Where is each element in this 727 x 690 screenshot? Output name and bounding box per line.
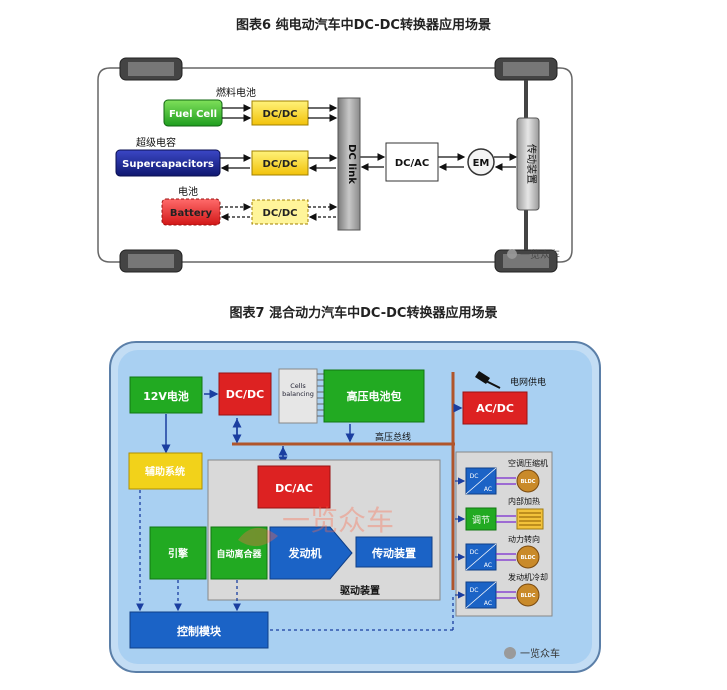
engine-box: 引擎 [149,526,207,580]
motor-label: 发动机 [288,546,322,560]
bldc-motor-icon [516,469,540,493]
transmission-label: 传动装置 [525,144,538,184]
dcdc-2: DC/DC [251,150,309,176]
aux-system-label: 辅助系统 [145,465,185,478]
control-module-box: 控制模块 [129,611,269,649]
load-label: 动力转向 [508,534,540,544]
bldc-label: BLDC [521,479,536,485]
connector-lines [220,104,518,221]
dcac-center-box: DC/AC [257,465,331,509]
cells-balancing-label: Cells balancing [282,382,314,398]
dc-link-label: DC link [346,144,357,184]
em-motor: EM [467,148,495,176]
hv-bus [232,372,455,590]
battery-caption: 电池 [178,185,198,198]
load-row: 发动机冷却 DC AC BLDC [455,572,548,609]
auto-clutch-label: 自动离合器 [216,548,262,560]
load-dcac-dc: DC [470,549,479,556]
supercapacitors-box: Supercapacitors [115,149,221,177]
battery-box: Battery [161,198,221,226]
dcdc-2-label: DC/DC [263,159,298,170]
figure-7-caption: 图表7 混合动力汽车中DC-DC转换器应用场景 [229,306,498,321]
transmission-box: 传动装置 [516,117,540,211]
load-regulate-box [465,507,497,531]
dcdc-red-label: DC/DC [226,388,264,401]
figure-6-caption: 图表6 纯电动汽车中DC-DC转换器应用场景 [236,18,491,33]
acdc-box: AC/DC [462,391,528,425]
load-label: 发动机冷却 [508,572,548,582]
dcdc-3-label: DC/DC [263,208,298,219]
fuel-cell-box: Fuel Cell [163,99,223,127]
watermark-corner-text: 一览众车 [520,647,560,660]
bldc-motor-icon [516,545,540,569]
hv-bus-label: 高压总线 [375,431,411,443]
load-regulate-label: 调节 [472,515,490,526]
battery-label: Battery [170,208,213,219]
watermark-center-text: 一览众车 [282,504,394,537]
drive-unit-label: 驱动装置 [340,584,380,597]
battery-12v-box: 12V电池 [129,376,203,414]
load-dcac-ac: AC [484,600,492,607]
dcac-label: DC/AC [395,158,429,169]
dcdc-3: DC/DC [251,199,309,225]
load-dcac-dc: DC [470,587,479,594]
cells-balancing-box: Cells balancing [278,368,318,424]
watermark-fig1: 一览众车 [507,248,560,261]
acdc-label: AC/DC [476,402,514,415]
load-dcac-ac: AC [484,562,492,569]
transmission-fig2-label: 传动装置 [371,546,416,560]
cells-balancing-ticks [317,373,324,417]
heater-icon [516,508,544,530]
load-dcac-dc: DC [470,473,479,480]
em-label: EM [473,158,490,169]
dcac-center-label: DC/AC [275,482,313,495]
battery-12v-label: 12V电池 [143,389,189,403]
aux-system-box: 辅助系统 [128,452,203,490]
plug-icon [475,371,501,389]
load-label: 空调压缩机 [508,458,548,468]
engine-label: 引擎 [168,547,188,560]
load-row: 空调压缩机 DC AC BLDC [455,458,548,495]
auto-clutch-box: 自动离合器 [210,526,268,580]
dcdc-1: DC/DC [251,100,309,126]
dcac-box: DC/AC [385,142,439,182]
bldc-label: BLDC [521,593,536,599]
transmission-fig2-box: 传动装置 [355,536,433,568]
dcdc-1-label: DC/DC [263,109,298,120]
watermark-fig1-text: 一览众车 [520,248,560,261]
supercap-caption: 超级电容 [136,136,176,149]
fuel-cell-caption: 燃料电池 [216,86,256,99]
bldc-label: BLDC [521,555,536,561]
dc-link-bar: DC link [337,97,361,231]
watermark-fig2-corner: 一览众车 [504,647,560,660]
bldc-motor-icon [516,583,540,607]
hv-battery-pack-box: 高压电池包 [323,369,425,423]
load-row: 动力转向 DC AC BLDC [455,534,540,571]
hv-battery-pack-label: 高压电池包 [347,389,402,403]
dcdc-red-box: DC/DC [218,372,272,416]
watermark-fig2-center: 一览众车 [238,504,394,547]
fuel-cell-label: Fuel Cell [169,109,217,120]
motor-arrow-shape: 发动机 [269,526,353,580]
load-label: 内部加热 [508,496,540,506]
load-dcac-ac: AC [484,486,492,493]
grid-power-label: 电网供电 [510,376,546,388]
control-dashed-lines [136,490,454,631]
control-module-label: 控制模块 [177,624,222,638]
supercapacitors-label: Supercapacitors [122,159,214,170]
